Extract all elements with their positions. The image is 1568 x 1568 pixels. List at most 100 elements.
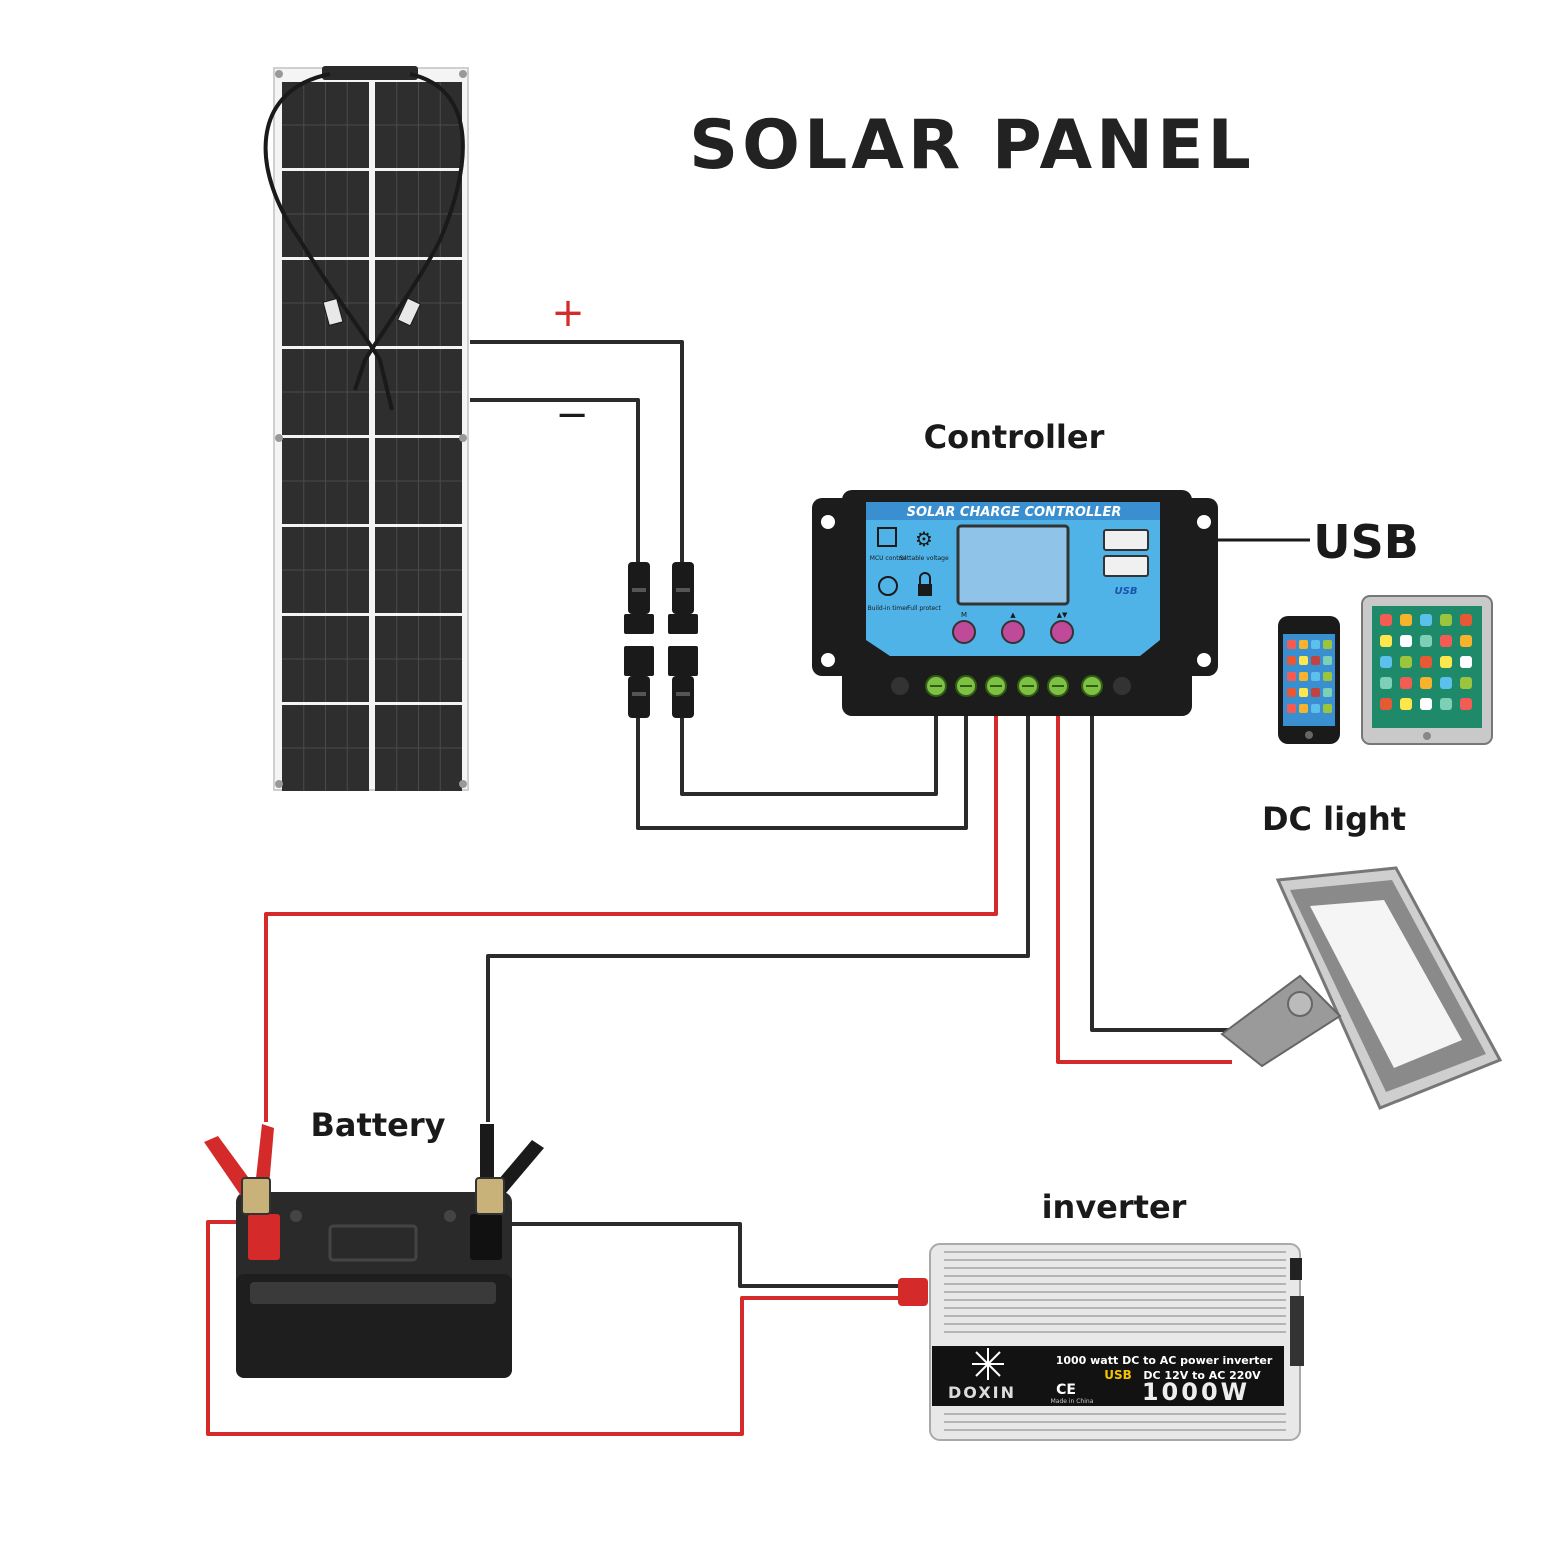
app-icon: [1311, 672, 1320, 681]
dc-light-label: DC light: [1262, 800, 1406, 838]
panel-positive-wire: [470, 340, 684, 562]
battery-positive-wire: [264, 714, 998, 1122]
gear-icon: ⚙: [915, 527, 933, 551]
floodlight-icon: [1220, 866, 1503, 1110]
inverter-negative-wire: [512, 1222, 900, 1288]
app-icon: [1400, 656, 1412, 668]
controller-label: Controller: [924, 418, 1105, 456]
alligator-clamp-icon: [204, 1124, 274, 1215]
app-icon: [1299, 704, 1308, 713]
inverter-brand: DOXIN: [948, 1383, 1016, 1402]
app-icon: [1299, 672, 1308, 681]
tablet-icon: [1361, 595, 1493, 745]
app-icon: [1311, 656, 1320, 665]
app-icon: [1299, 640, 1308, 649]
battery-negative-wire: [486, 714, 1030, 1122]
app-icon: [1400, 677, 1412, 689]
inverter-input-terminal: [898, 1278, 928, 1306]
app-icon: [1287, 656, 1296, 665]
app-icon: [1287, 688, 1296, 697]
app-icon: [1311, 704, 1320, 713]
icon-label-voltage: Settable voltage: [899, 555, 949, 562]
icon-label-protect: Full protect: [907, 605, 941, 612]
app-icon: [1299, 656, 1308, 665]
app-icon: [1400, 635, 1412, 647]
app-icon: [1460, 698, 1472, 710]
button-label-m: M: [961, 611, 967, 619]
battery-positive-terminal: [248, 1214, 280, 1260]
positive-sign: +: [551, 290, 585, 336]
controller-lcd: [956, 524, 1070, 606]
pv-positive-to-controller: [680, 714, 938, 796]
app-icon: [1380, 614, 1392, 626]
app-icon: [1380, 677, 1392, 689]
wiring: [206, 340, 1310, 1436]
icon-label-mcu: MCU control: [870, 555, 907, 562]
mc4-connector-icon: [624, 562, 698, 718]
app-icon: [1460, 656, 1472, 668]
app-icon: [1311, 688, 1320, 697]
negative-sign: −: [555, 392, 589, 438]
app-icon: [1400, 614, 1412, 626]
inverter-rating: 1000W: [1142, 1378, 1250, 1406]
app-icon: [1323, 640, 1332, 649]
controller-header-text: SOLAR CHARGE CONTROLLER: [907, 505, 1122, 520]
app-icon: [1287, 640, 1296, 649]
inverter-line1: 1000 watt DC to AC power inverter: [1056, 1354, 1273, 1367]
inverter-positive-wire: [206, 1220, 900, 1436]
app-icon: [1311, 640, 1320, 649]
app-icon: [1323, 688, 1332, 697]
app-icon: [1380, 698, 1392, 710]
app-icon: [1440, 656, 1452, 668]
app-icon: [1420, 677, 1432, 689]
usb-label: USB: [1313, 515, 1419, 569]
app-icon: [1440, 635, 1452, 647]
inverter-icon: 1000 watt DC to AC power inverter USB DC…: [898, 1243, 1304, 1441]
load-positive-wire: [1056, 714, 1232, 1064]
inverter-label: inverter: [1042, 1188, 1187, 1226]
page-title: SOLAR PANEL: [689, 106, 1255, 185]
app-icon: [1299, 688, 1308, 697]
app-icon: [1440, 677, 1452, 689]
app-icon: [1440, 614, 1452, 626]
button-label-up: ▲: [1010, 611, 1016, 619]
app-icon: [1287, 704, 1296, 713]
inverter-usb-text: USB: [1104, 1368, 1132, 1382]
panel-negative-wire: [470, 398, 640, 562]
app-icon: [1400, 698, 1412, 710]
battery-label: Battery: [311, 1106, 446, 1144]
app-icon: [1460, 635, 1472, 647]
battery-negative-terminal: [470, 1214, 502, 1260]
button-label-updown: ▲▼: [1057, 611, 1068, 619]
app-icon: [1420, 656, 1432, 668]
app-icon: [1323, 704, 1332, 713]
app-icon: [1420, 698, 1432, 710]
app-icon: [1420, 635, 1432, 647]
phone-icon: [1278, 616, 1340, 744]
app-icon: [1287, 672, 1296, 681]
usb-badge: USB: [1115, 586, 1138, 597]
charge-controller: SOLAR CHARGE CONTROLLER MCU control ⚙ Se…: [812, 490, 1218, 716]
controller-terminals: [891, 675, 1131, 697]
inverter-line2: DC 12V to AC 220V: [1143, 1369, 1261, 1382]
pv-negative-to-controller: [636, 714, 968, 830]
app-icon: [1460, 677, 1472, 689]
app-icon: [1380, 656, 1392, 668]
app-icon: [1420, 614, 1432, 626]
app-icon: [1323, 656, 1332, 665]
usb-port: [1103, 529, 1149, 551]
app-icon: [1323, 672, 1332, 681]
inverter-ce-mark: CE: [1056, 1382, 1076, 1398]
usb-port: [1103, 555, 1149, 577]
alligator-clamp-icon: [475, 1124, 544, 1215]
inverter-made-in: Made in China: [1051, 1398, 1094, 1405]
app-icon: [1380, 635, 1392, 647]
solar-panel-icon: [263, 66, 469, 791]
battery-icon: [236, 1192, 512, 1378]
icon-label-timer: Build-in timer: [868, 605, 909, 612]
app-icon: [1460, 614, 1472, 626]
load-negative-wire: [1090, 714, 1232, 1032]
app-icon: [1440, 698, 1452, 710]
controller-buttons: M ▲ ▲▼: [952, 611, 1074, 644]
